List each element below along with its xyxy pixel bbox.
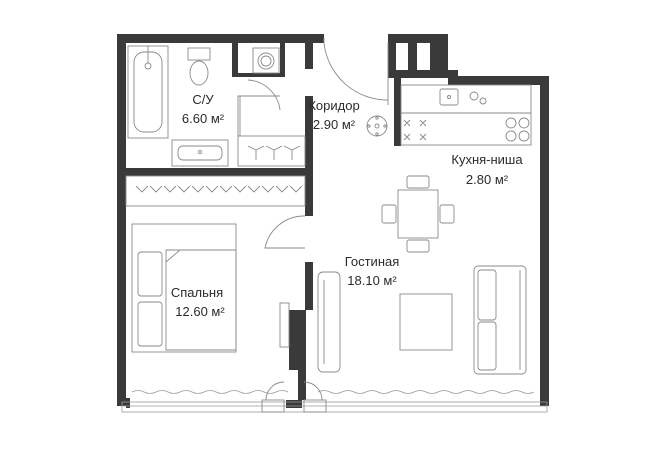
svg-text:С/У: С/У (192, 92, 214, 107)
hanger-rack (237, 135, 306, 167)
kitchen-counter (400, 84, 532, 146)
bathtub-icon (127, 45, 169, 139)
room-label-living: Гостиная 18.10 м² (345, 254, 400, 288)
toilet-icon (187, 47, 211, 86)
room-label-kitchen: Кухня-ниша 2.80 м² (451, 152, 523, 187)
stove-icon (505, 117, 530, 142)
bedroom-door (264, 215, 306, 249)
room-label-bathroom: С/У 6.60 м² (182, 92, 225, 126)
windows (121, 381, 548, 413)
svg-text:2.80 м²: 2.80 м² (466, 172, 509, 187)
wardrobe-icon (125, 175, 306, 207)
svg-text:6.60 м²: 6.60 м² (182, 111, 225, 126)
sofa-icon (473, 265, 527, 375)
dresser-icon (279, 302, 290, 348)
svg-text:Спальня: Спальня (171, 285, 223, 300)
room-label-bedroom: Спальня 12.60 м² (171, 285, 225, 319)
svg-text:Коридор: Коридор (308, 98, 359, 113)
tv-stand-icon (317, 271, 341, 373)
shelf-icons (403, 119, 427, 141)
kitchen-sink-icon (439, 88, 487, 106)
svg-text:18.10 м²: 18.10 м² (347, 273, 397, 288)
room-label-corridor: Коридор 2.90 м² (308, 98, 359, 132)
washing-machine-icon (252, 47, 280, 74)
bed-icon (131, 223, 237, 353)
svg-text:Кухня-ниша: Кухня-ниша (451, 152, 523, 167)
dining-table-icon (381, 175, 455, 253)
svg-text:2.90 м²: 2.90 м² (313, 117, 356, 132)
sink-icon (171, 139, 229, 167)
bathroom-door (237, 79, 281, 137)
svg-text:12.60 м²: 12.60 м² (175, 304, 225, 319)
coat-rack-icon (366, 115, 388, 137)
walls (117, 34, 549, 408)
rug-icon (399, 293, 453, 351)
entrance-door (323, 38, 389, 105)
svg-text:Гостиная: Гостиная (345, 254, 400, 269)
